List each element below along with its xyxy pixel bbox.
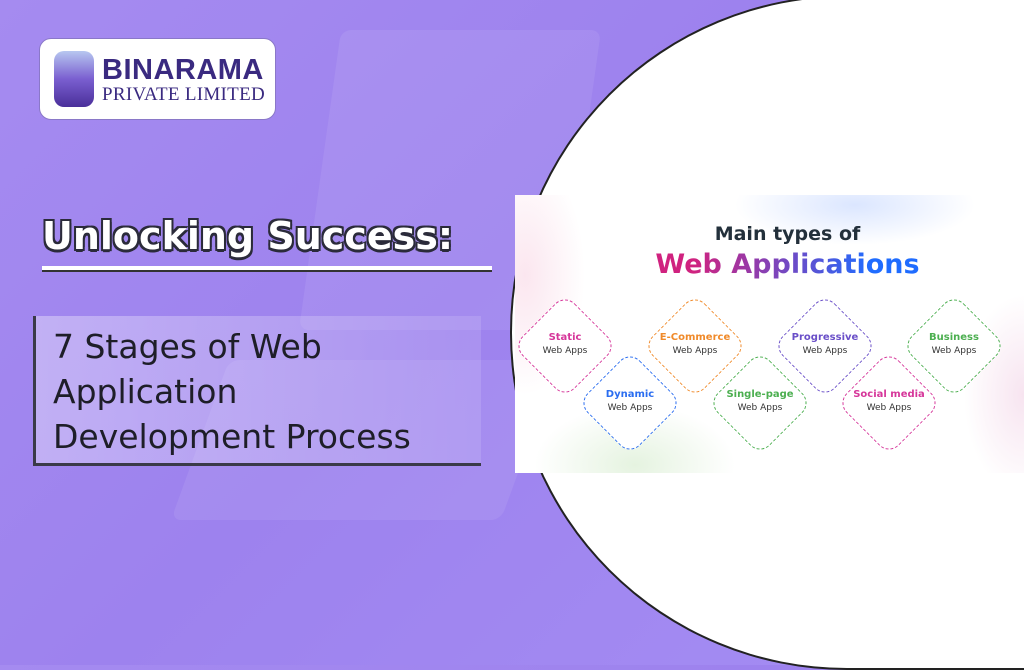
- company-logo: BINARAMA PRIVATE LIMITED: [39, 38, 276, 120]
- subtitle-line: Development Process: [53, 417, 411, 456]
- app-type-name: Progressive: [791, 332, 859, 343]
- app-type-sub: Web Apps: [737, 403, 783, 413]
- app-type-sub: Web Apps: [866, 403, 912, 413]
- app-type-sub: Web Apps: [931, 346, 977, 356]
- infographic-heading-text: Web Applications: [655, 249, 920, 280]
- app-type-sub: Web Apps: [542, 346, 588, 356]
- subtitle-line: Application: [53, 372, 238, 411]
- headline-underline: [42, 266, 492, 270]
- logo-mark-icon: [54, 51, 94, 107]
- app-type-name: Dynamic: [605, 389, 655, 400]
- app-type-name: Static: [548, 332, 582, 343]
- app-type-name: E-Commerce: [659, 332, 731, 343]
- headline: Unlocking Success:: [42, 214, 454, 258]
- logo-tagline: PRIVATE LIMITED: [102, 83, 266, 105]
- app-type-sub: Web Apps: [802, 346, 848, 356]
- app-type-name: Single-page: [726, 389, 794, 400]
- infographic-heading: Web Applications: [515, 249, 1024, 280]
- app-type-sub: Web Apps: [672, 346, 718, 356]
- app-type-name: Business: [929, 332, 979, 343]
- app-type-name: Social media: [853, 389, 925, 400]
- infographic-title: Main types of: [714, 223, 861, 245]
- app-type-sub: Web Apps: [607, 403, 653, 413]
- subtitle-line: 7 Stages of Web: [53, 327, 322, 366]
- logo-name: BINARAMA: [102, 53, 264, 86]
- subtitle-box: 7 Stages of Web Application Development …: [33, 316, 481, 466]
